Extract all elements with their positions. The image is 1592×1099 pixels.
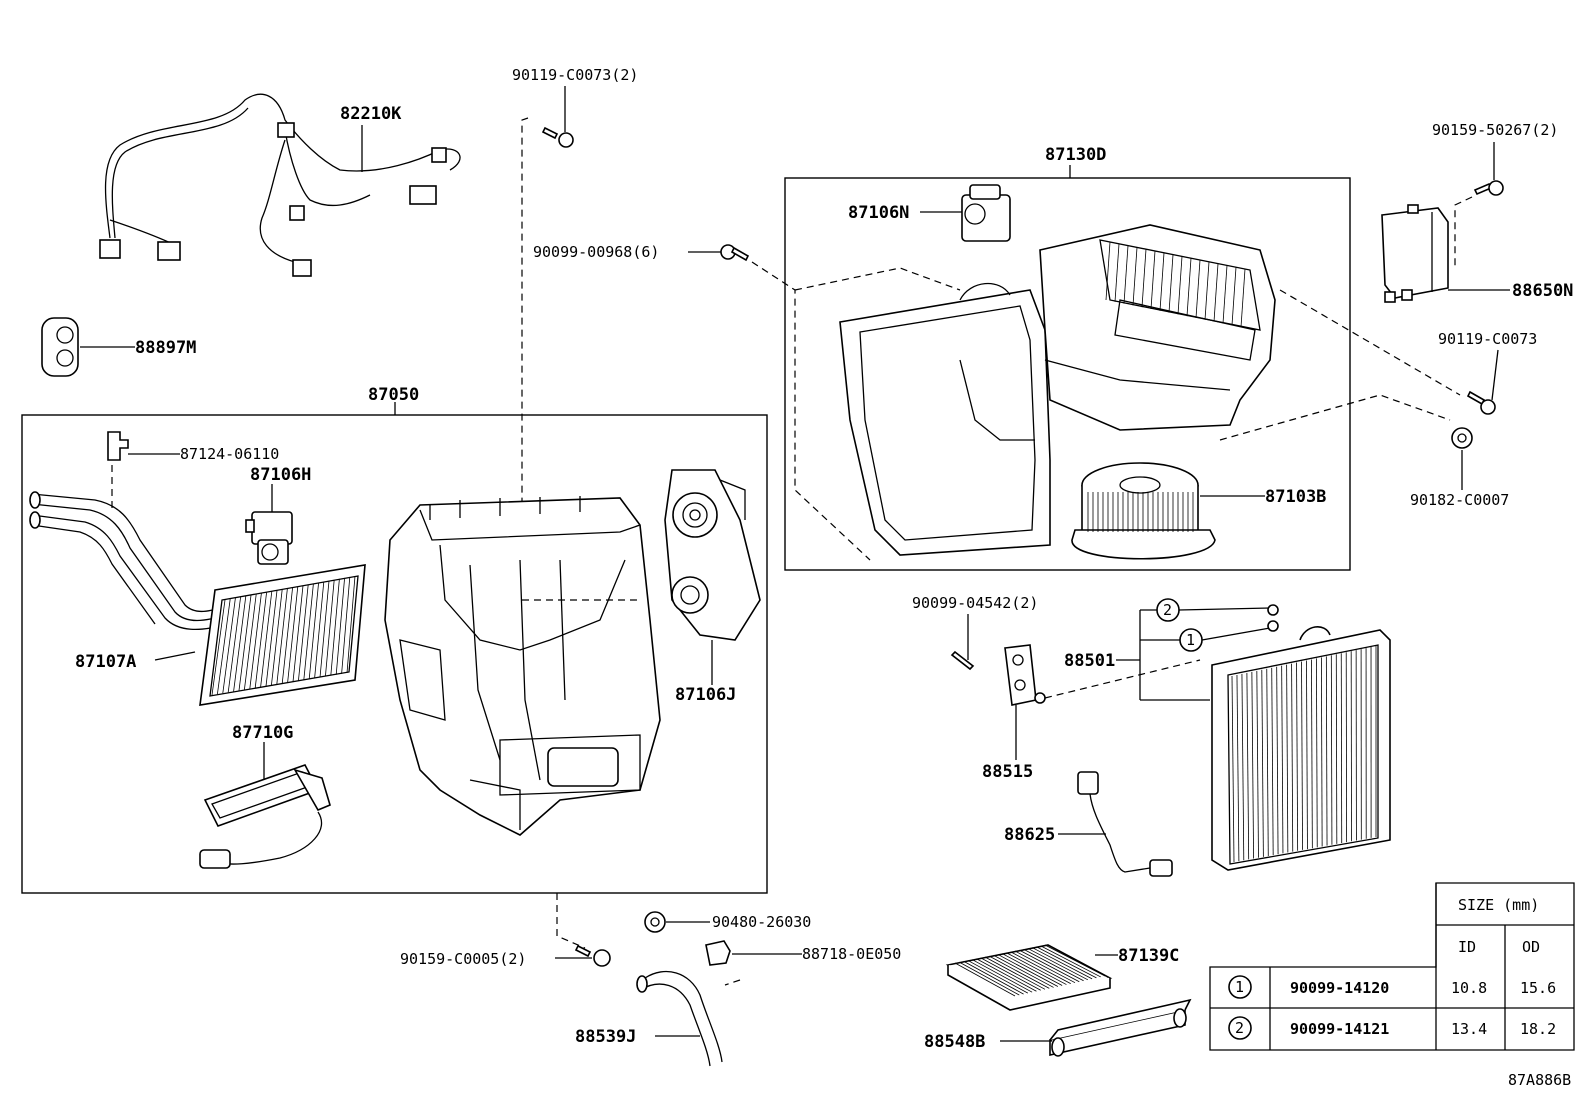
bolt-90099-04542-drawing [950, 650, 975, 671]
blower-case-grille [1105, 241, 1246, 328]
screw-90099-00968-drawing [720, 244, 750, 262]
heater-unit-housing-drawing [384, 496, 661, 836]
heater-core-fins [211, 575, 356, 696]
label-88718-0e050: 88718-0E050 [802, 945, 901, 963]
size-table-row2-part: 90099-14121 [1290, 1020, 1389, 1038]
evaporator-fins [1231, 646, 1377, 863]
clip-87124-06110-drawing [107, 431, 129, 461]
size-table-row2-id: 13.4 [1451, 1020, 1487, 1038]
label-90119-c0073-2: 90119-C0073(2) [512, 66, 638, 84]
hose-88539j-drawing [636, 970, 723, 1067]
label-90099-00968-6: 90099-00968(6) [533, 243, 659, 261]
label-87130d: 87130D [1045, 145, 1106, 165]
air-filter-pleats [954, 944, 1106, 997]
label-87050: 87050 [368, 385, 419, 405]
label-90119-c0073: 90119-C0073 [1438, 330, 1537, 348]
label-87106n: 87106N [848, 203, 909, 223]
label-90099-04542-2: 90099-04542(2) [912, 594, 1038, 612]
group-box-87130d [784, 177, 1351, 571]
label-90159-c0005-2: 90159-C0005(2) [400, 950, 526, 968]
size-table-col-od: OD [1522, 938, 1540, 956]
servo-87106n-drawing [961, 184, 1011, 242]
size-table-row1-mark: 1 [1235, 978, 1244, 996]
label-87710g: 87710G [232, 723, 293, 743]
label-87139c: 87139C [1118, 946, 1179, 966]
thermistor-88625-drawing [1077, 771, 1173, 877]
label-88539j: 88539J [575, 1027, 636, 1047]
bolt-90119-c0073-2-drawing [541, 126, 574, 148]
size-table-row1-part: 90099-14120 [1290, 979, 1389, 997]
expansion-valve-88515-drawing [1004, 644, 1046, 706]
size-table-col-id: ID [1458, 938, 1476, 956]
size-table-header: SIZE (mm) [1458, 896, 1539, 914]
callout-1-text: 1 [1186, 631, 1195, 649]
size-table-row1-id: 10.8 [1451, 979, 1487, 997]
evaporator-drawing [1211, 626, 1391, 871]
amplifier-88650n-drawing [1381, 204, 1449, 303]
figure-code: 87A886B [1508, 1071, 1571, 1089]
grommet-88897m-drawing [41, 317, 79, 377]
filter-cover-88548b-drawing [1049, 998, 1192, 1057]
label-90182-c0007: 90182-C0007 [1410, 491, 1509, 509]
label-87107a: 87107A [75, 652, 136, 672]
servo-87106j-drawing [664, 469, 761, 641]
bolt-90159-c0005-drawing [574, 944, 611, 967]
label-87124-06110: 87124-06110 [180, 445, 279, 463]
label-88650n: 88650N [1512, 281, 1573, 301]
clamp-88718-0e050-drawing [705, 940, 731, 966]
label-87106j: 87106J [675, 685, 736, 705]
callout-2-text: 2 [1163, 601, 1172, 619]
label-90480-26030: 90480-26030 [712, 913, 811, 931]
ptc-heater-87710g-drawing [199, 764, 331, 869]
bolt-90159-50267-drawing [1473, 180, 1504, 196]
wire-harness-82210k-drawing [99, 93, 461, 277]
label-90159-50267-2: 90159-50267(2) [1432, 121, 1558, 139]
label-82210k: 82210K [340, 104, 402, 124]
label-87106h: 87106H [250, 465, 311, 485]
size-table-row2-od: 18.2 [1520, 1020, 1556, 1038]
label-88515: 88515 [982, 762, 1033, 782]
cap-90182-c0007-drawing [1451, 427, 1473, 449]
size-table-row2-mark: 2 [1235, 1019, 1244, 1037]
size-table-row1-od: 15.6 [1520, 979, 1556, 997]
blower-fan-blades [1087, 492, 1194, 532]
label-88501: 88501 [1064, 651, 1115, 671]
label-87103b: 87103B [1265, 487, 1326, 507]
label-88897m: 88897M [135, 338, 196, 358]
servo-87106h-drawing [245, 511, 293, 565]
label-88548b: 88548B [924, 1032, 985, 1052]
cap-90480-26030-drawing [644, 911, 666, 933]
blower-fan-87103b-drawing [1071, 462, 1216, 560]
blower-case-drawing [839, 224, 1276, 556]
size-table: SIZE (mm) ID OD 1 90099-14120 10.8 15.6 … [1209, 882, 1575, 1051]
label-88625: 88625 [1004, 825, 1055, 845]
bolt-90119-c0073-drawing [1466, 390, 1496, 415]
